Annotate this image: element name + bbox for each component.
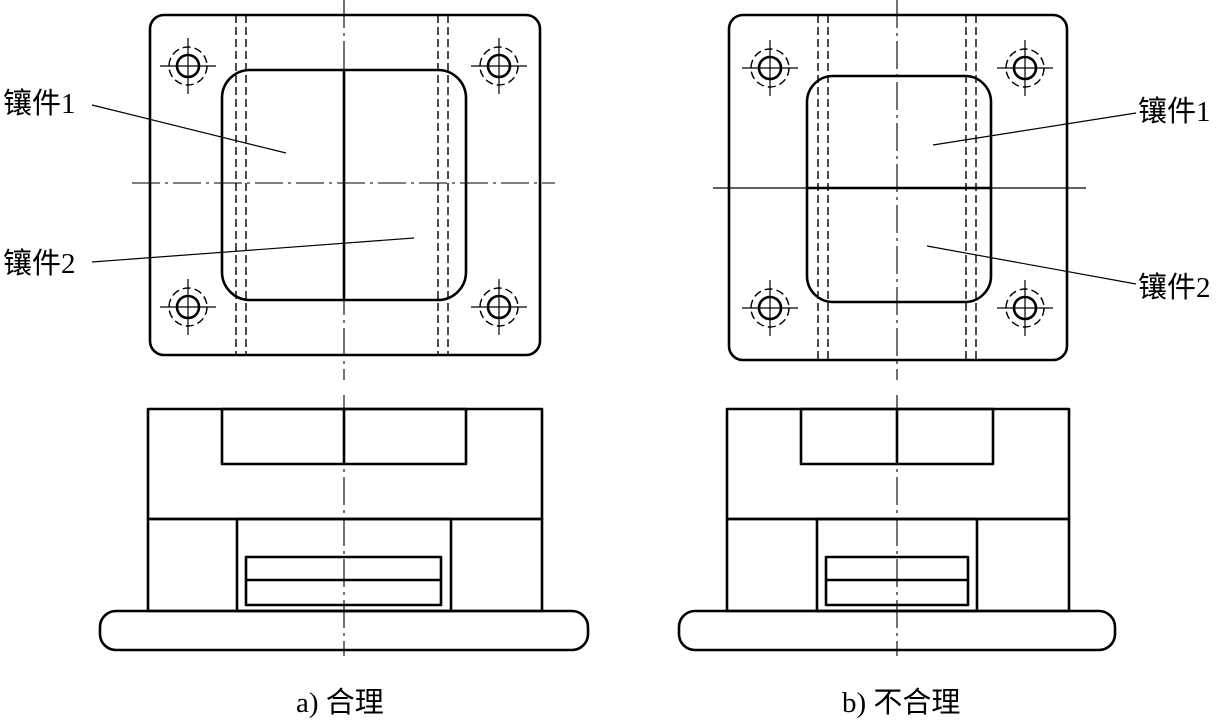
panel-a-plate-outline bbox=[148, 13, 542, 357]
panel-a-leader-insert-2 bbox=[91, 237, 415, 263]
panel-b-screw-hole-br bbox=[997, 280, 1053, 336]
panel-b-leader-insert-1 bbox=[932, 112, 1137, 146]
panel-b-label-insert-2: 镶件2 bbox=[1138, 271, 1211, 304]
panel-b-caption: b) 不合理 bbox=[842, 686, 960, 719]
panel-a-screw-hole-br bbox=[471, 279, 527, 335]
panel-b-screw-hole-tl bbox=[742, 40, 798, 96]
panel-b-leader-insert-2 bbox=[926, 245, 1137, 285]
panel-a-screw-hole-tl bbox=[160, 38, 216, 94]
panel-a-caption: a) 合理 bbox=[296, 686, 384, 719]
panel-b-top-view: 镶件1 镶件2 bbox=[713, 0, 1211, 380]
panel-b-screw-hole-bl bbox=[742, 280, 798, 336]
panel-a-label-insert-1: 镶件1 bbox=[3, 87, 76, 120]
panel-a-front-view bbox=[98, 395, 590, 656]
panel-a-top-view: 镶件1 镶件2 bbox=[3, 0, 555, 380]
panel-b-label-insert-1: 镶件1 bbox=[1138, 95, 1211, 128]
panel-a-label-insert-2: 镶件2 bbox=[3, 247, 76, 280]
panel-a: 镶件1 镶件2 a) 合理 bbox=[3, 0, 590, 719]
panel-a-leader-insert-1 bbox=[91, 104, 287, 154]
panel-a-lower-block bbox=[146, 517, 544, 613]
panel-b: 镶件1 镶件2 b) 不合理 bbox=[677, 0, 1211, 719]
panel-a-hidden-lines bbox=[235, 15, 449, 355]
panel-b-lower-block bbox=[725, 517, 1071, 613]
panel-a-screw-hole-bl bbox=[160, 279, 216, 335]
panel-a-screw-hole-tr bbox=[471, 38, 527, 94]
panel-b-screw-hole-tr bbox=[997, 40, 1053, 96]
panel-b-front-view bbox=[677, 395, 1117, 656]
